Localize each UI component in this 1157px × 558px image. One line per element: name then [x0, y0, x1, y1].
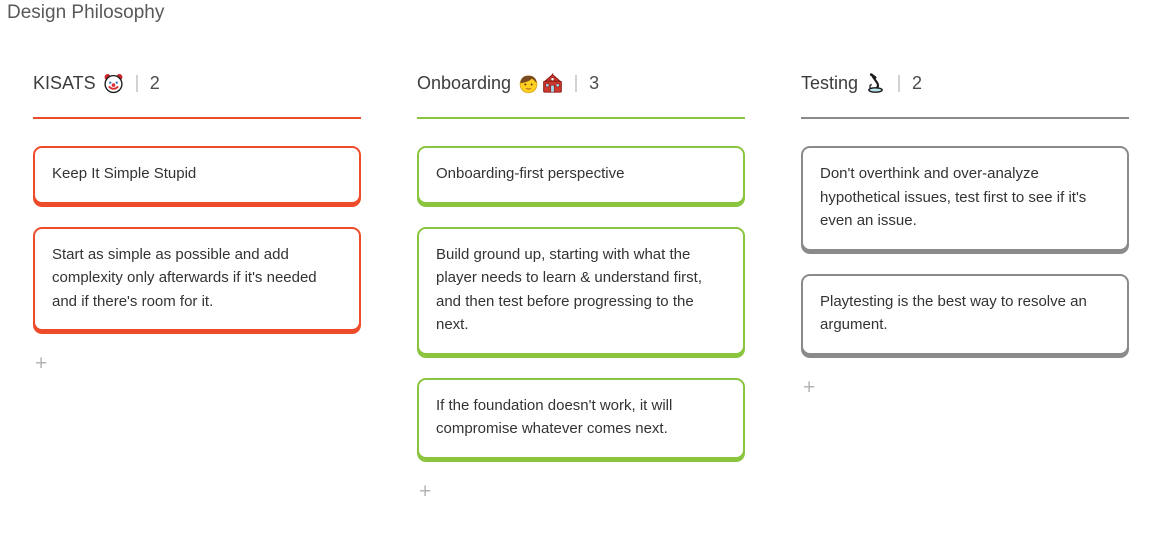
school-emoji	[542, 72, 563, 94]
card[interactable]: Don't overthink and over-analyze hypothe…	[801, 146, 1129, 251]
card-count: 3	[589, 72, 600, 93]
column-header: Onboarding 3	[417, 70, 745, 96]
card[interactable]: Start as simple as possible and add comp…	[33, 226, 361, 331]
card[interactable]: Onboarding-first perspective	[417, 146, 745, 204]
column-underline	[801, 117, 1129, 119]
column-title: Onboarding	[417, 72, 512, 93]
column-header: KISATS 2	[33, 70, 361, 96]
add-card-button[interactable]: +	[803, 375, 816, 399]
card-list: Don't overthink and over-analyze hypothe…	[801, 146, 1129, 355]
card[interactable]: Playtesting is the best way to resolve a…	[801, 273, 1129, 355]
page-title: Design Philosophy	[7, 2, 165, 23]
header-divider	[135, 74, 138, 92]
column-icons	[865, 72, 886, 94]
card-count: 2	[149, 72, 160, 93]
clown-face-emoji	[103, 73, 124, 94]
add-card-button[interactable]: +	[419, 479, 432, 503]
column-title: KISATS	[33, 72, 96, 93]
card[interactable]: Keep It Simple Stupid	[33, 146, 361, 204]
column-underline	[33, 117, 361, 119]
add-card-button[interactable]: +	[35, 352, 48, 375]
column-title: Testing	[801, 72, 859, 93]
card[interactable]: Build ground up, starting with what the …	[417, 226, 745, 355]
header-divider	[898, 74, 901, 92]
boy-emoji	[518, 73, 539, 94]
column-icons	[103, 73, 124, 94]
card-count: 2	[912, 72, 923, 93]
column-underline	[417, 117, 745, 119]
header-divider	[575, 74, 578, 92]
column-header: Testing 2	[801, 70, 1129, 96]
card[interactable]: If the foundation doesn't work, it will …	[417, 377, 745, 459]
column-icons	[518, 72, 563, 94]
microscope-emoji	[865, 72, 886, 94]
